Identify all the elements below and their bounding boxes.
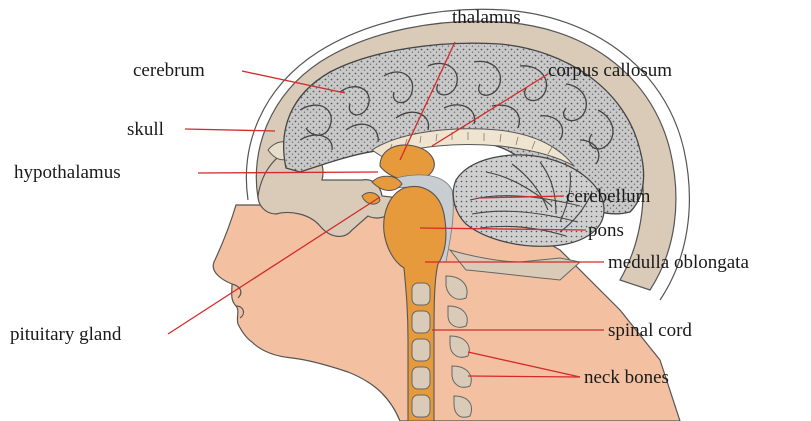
label-corpus-callosum: corpus callosum [548,60,672,81]
label-cerebellum: cerebellum [566,186,651,207]
label-pons: pons [588,220,624,241]
label-pituitary-gland: pituitary gland [10,324,122,345]
label-hypothalamus: hypothalamus [14,162,121,183]
label-cerebrum: cerebrum [133,60,205,81]
leader-skull [185,129,275,131]
leader-hypothalamus [198,172,378,173]
label-thalamus: thalamus [452,7,521,28]
label-medulla-oblongata: medulla oblongata [608,252,749,273]
label-spinal-cord: spinal cord [608,320,692,341]
label-neck-bones: neck bones [584,367,669,388]
label-skull: skull [127,119,164,140]
